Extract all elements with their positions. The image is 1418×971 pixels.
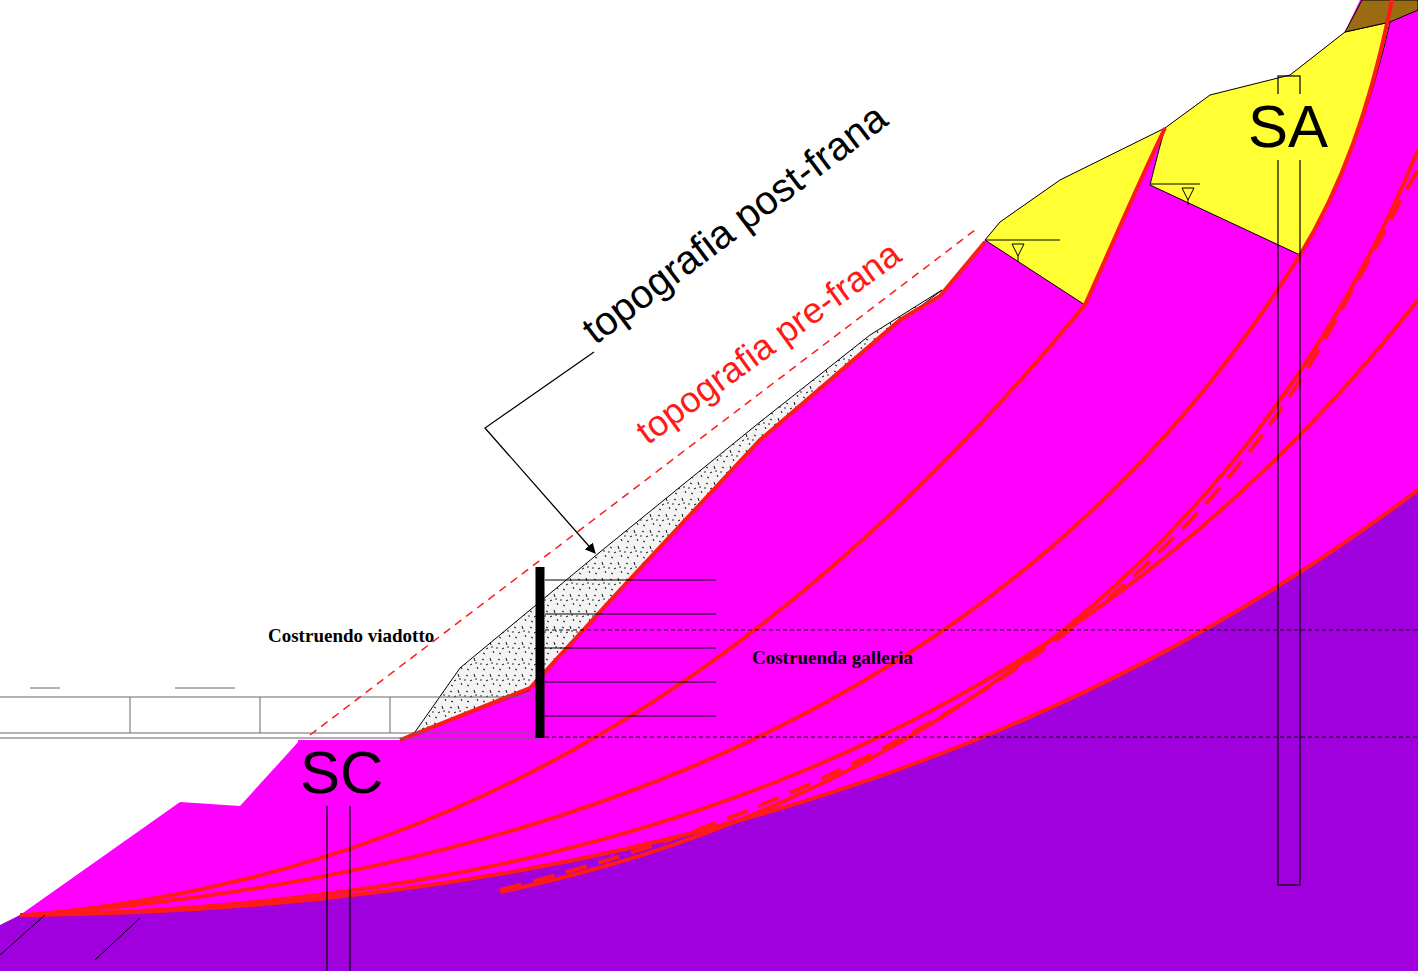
leader-line xyxy=(485,352,595,553)
borehole xyxy=(1278,76,1300,885)
structure-label: Costruendo viadotto xyxy=(268,626,434,647)
slip-surfaces xyxy=(20,0,1418,915)
landslide-debris xyxy=(400,290,942,740)
tunnel-lines xyxy=(545,580,1418,737)
topography-label: topografia post-frana xyxy=(574,95,895,352)
brown-cap xyxy=(1345,0,1418,32)
viaduct-pier xyxy=(536,567,545,738)
road xyxy=(0,688,540,738)
borehole-label: SA xyxy=(1246,94,1330,160)
fault-marks xyxy=(0,915,140,960)
water-table xyxy=(985,184,1200,262)
bedrock xyxy=(0,490,1418,971)
borehole-label: SC xyxy=(298,740,385,806)
yellow-block xyxy=(985,128,1165,305)
structure-label: Costruenda galleria xyxy=(752,648,913,669)
